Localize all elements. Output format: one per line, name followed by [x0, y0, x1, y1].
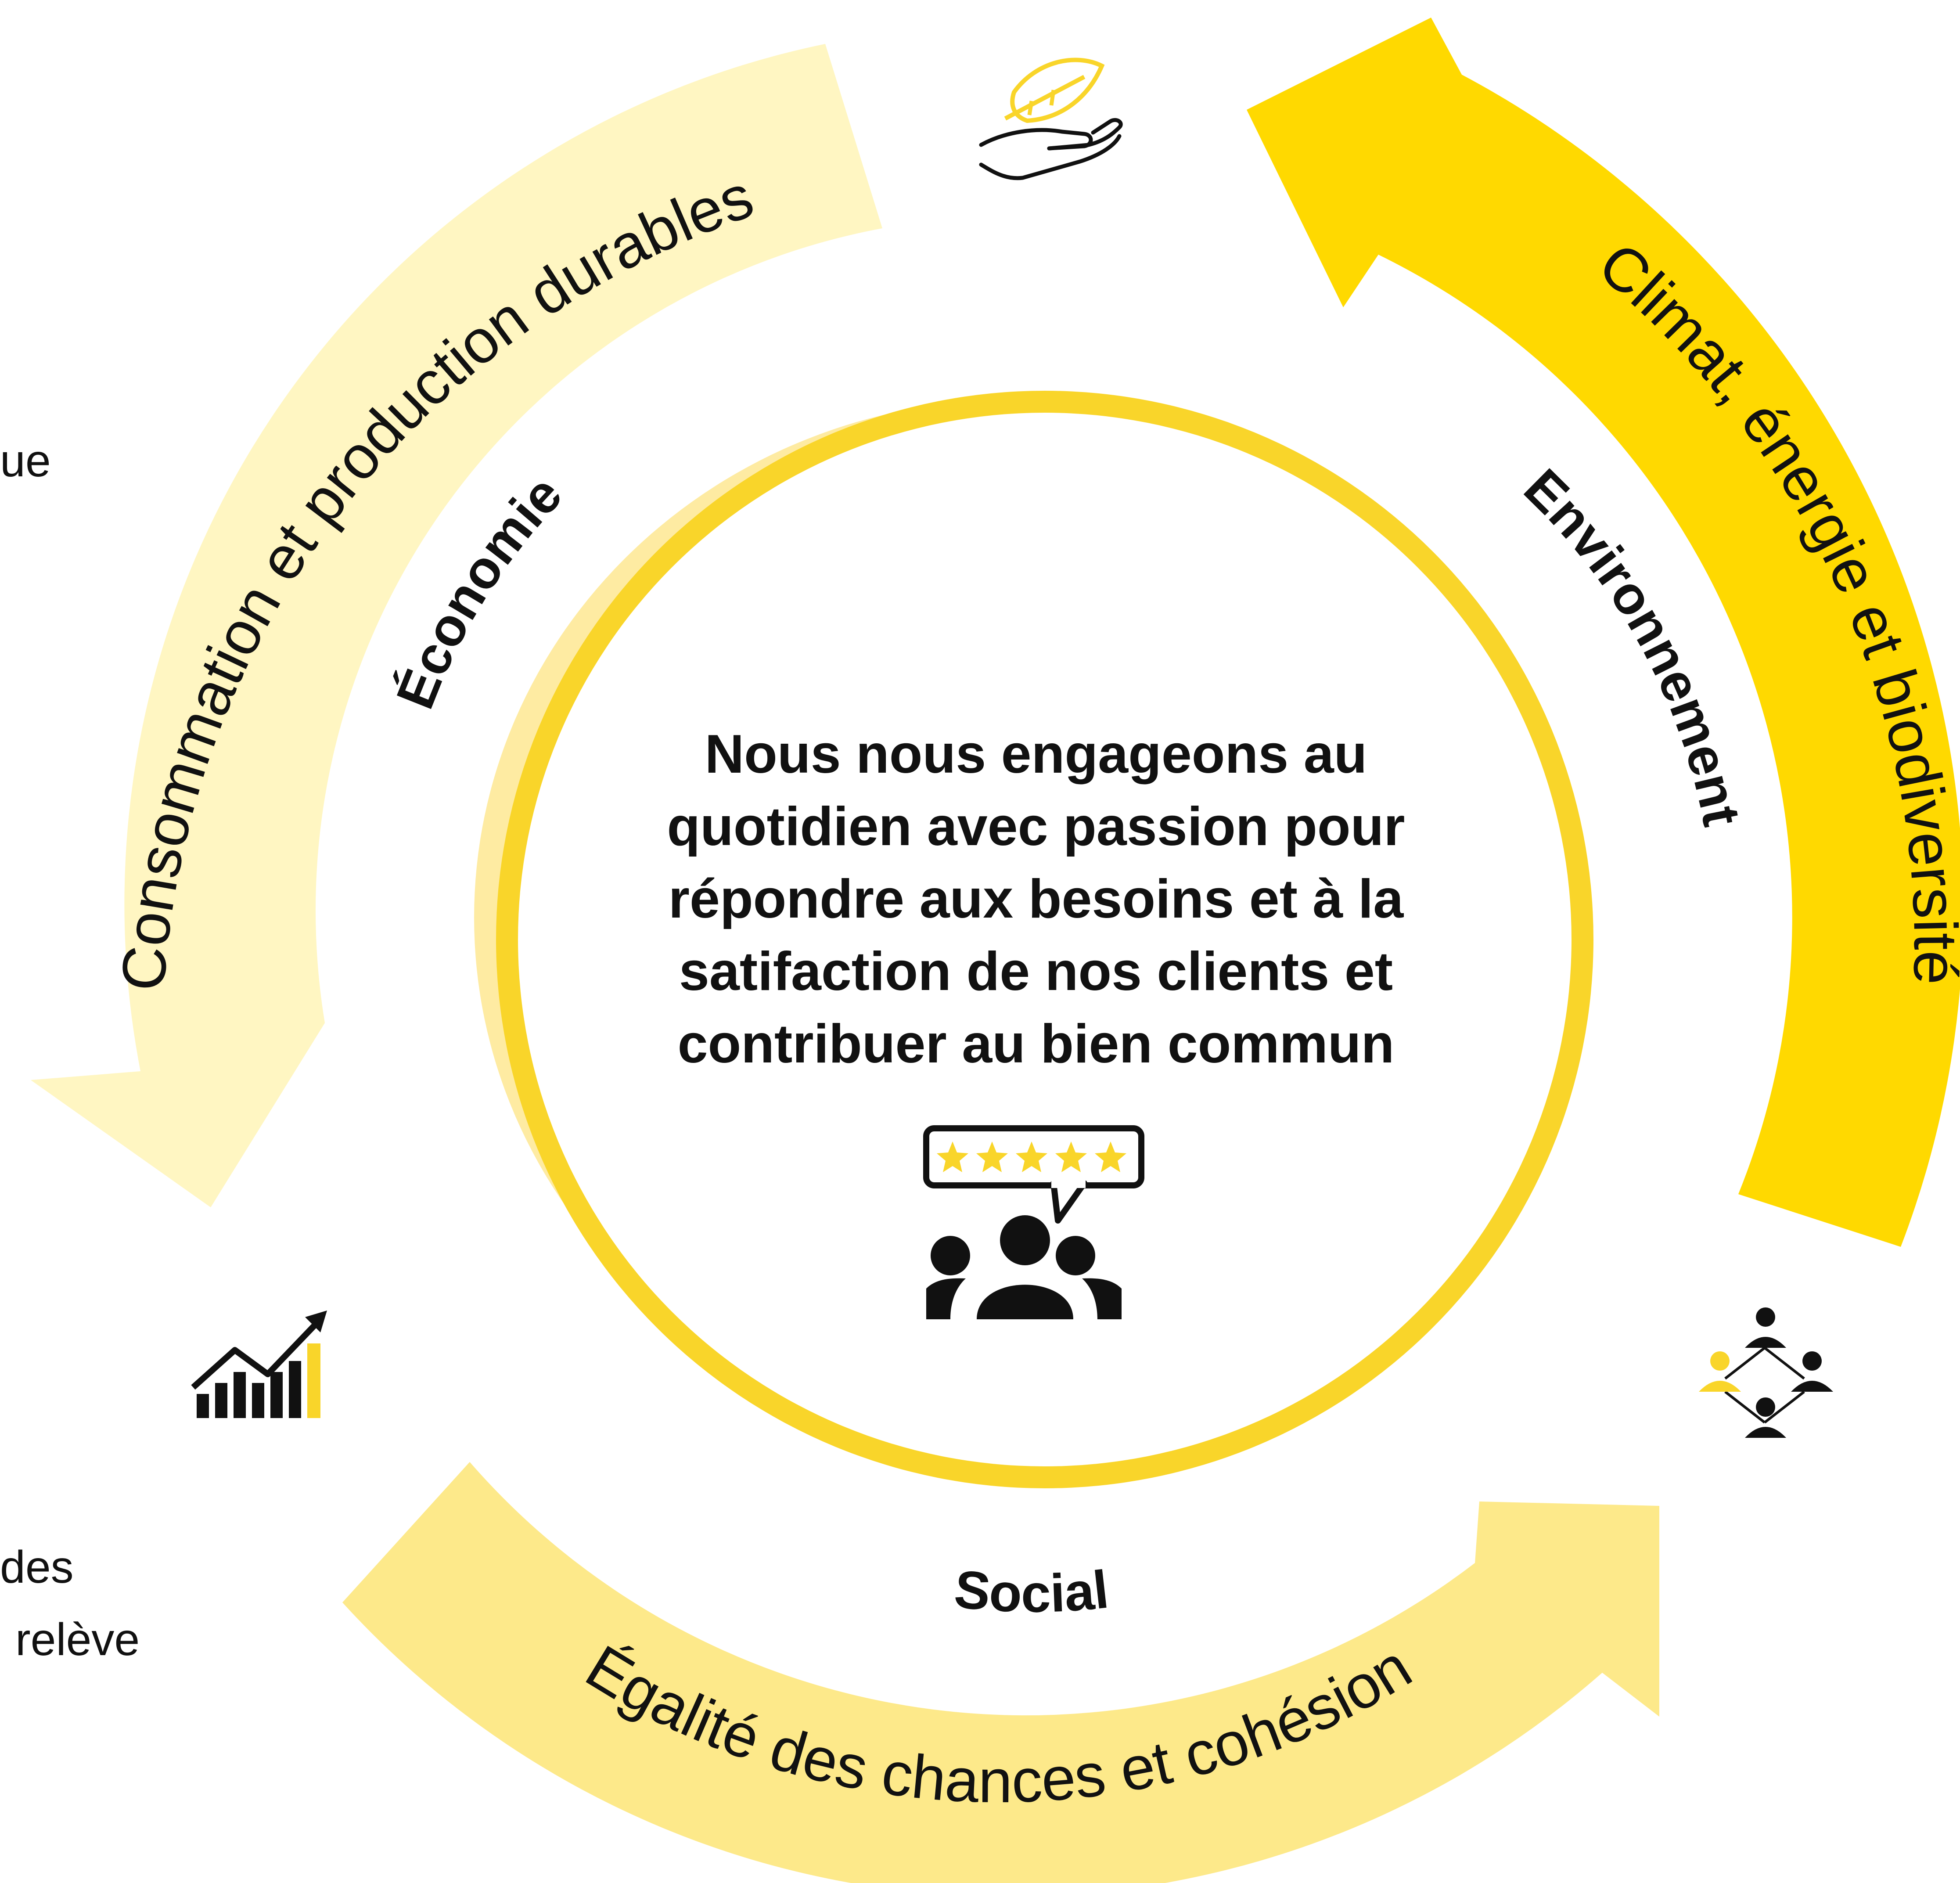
pillar-social: Social	[952, 1559, 1111, 1623]
leaf-in-hand-icon	[979, 58, 1123, 180]
customer-review-icon	[923, 1125, 1144, 1319]
center-line-1: Nous nous engageons au	[705, 724, 1367, 785]
center-line-3: répondre aux besoins et à la	[669, 869, 1404, 929]
center-line-5: contribuer au bien commun	[678, 1014, 1395, 1074]
growth-chart-icon	[191, 1311, 327, 1418]
economy-arrow	[31, 44, 882, 1207]
center-line-2: quotidien avec passion pour	[667, 796, 1405, 857]
side-text-bottom-left-1: des	[0, 1542, 74, 1593]
people-network-icon	[1699, 1307, 1833, 1438]
environment-arrow	[1247, 18, 1960, 1247]
social-arrow	[342, 1462, 1659, 1883]
center-line-4: satifaction de nos clients et	[679, 941, 1393, 1002]
side-text-bottom-left-2: relève	[15, 1614, 140, 1665]
center-disc	[518, 413, 1572, 1466]
star-rating	[937, 1141, 1126, 1172]
side-text-top-left: ue	[0, 436, 51, 486]
